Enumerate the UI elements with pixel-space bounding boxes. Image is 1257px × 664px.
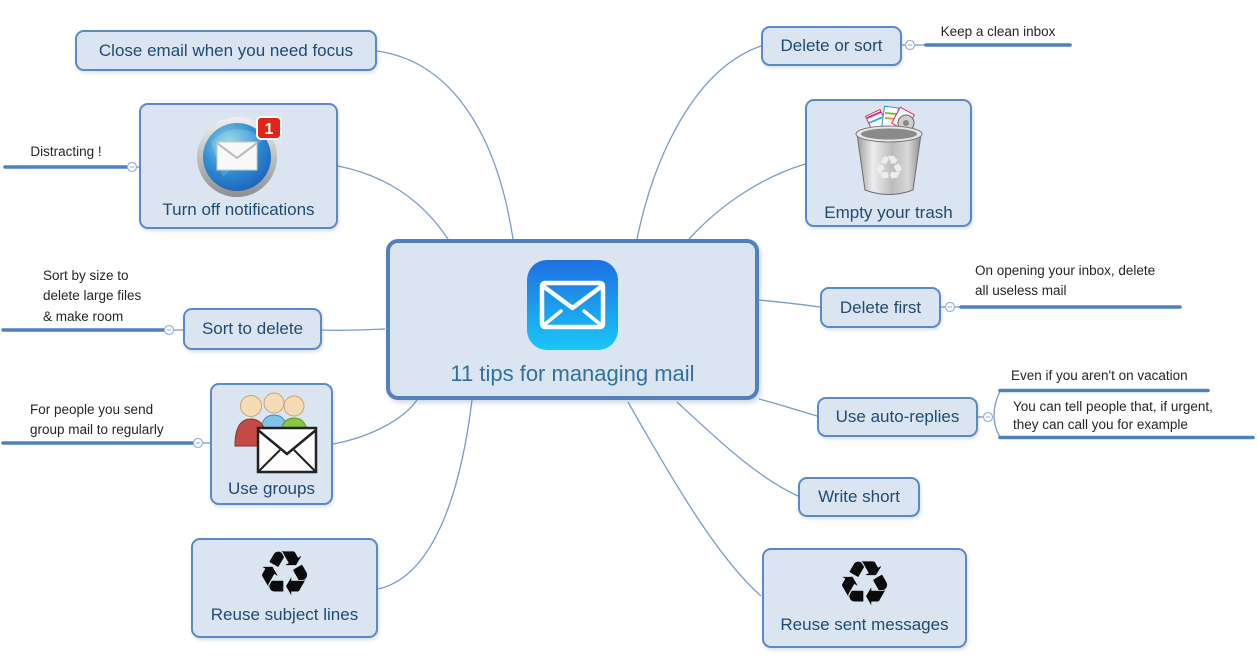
root-topic[interactable]: 11 tips for managing mail	[386, 239, 759, 400]
recycle-icon: ♻	[256, 537, 313, 610]
annotation-on-opening[interactable]: On opening your inbox, delete all useles…	[975, 263, 1156, 299]
trash-recycle-glyph: ♻	[873, 149, 903, 189]
topic-use-auto-replies[interactable]: Use auto-replies	[817, 397, 978, 437]
topic-label: Turn off notifications	[162, 200, 315, 219]
recycle-icon: ♻	[836, 547, 893, 620]
topic-empty-your-trash[interactable]: ♻ Empty your trash	[805, 99, 972, 227]
topic-label: Use groups	[228, 479, 315, 498]
topic-label: Delete first	[839, 297, 922, 317]
annotation-even-if[interactable]: Even if you aren't on vacation	[1011, 368, 1188, 383]
branch-curve-sort-to-delete	[321, 328, 386, 332]
notification-badge-count: 1	[264, 121, 273, 138]
topic-use-groups[interactable]: Use groups	[210, 383, 333, 505]
annotation-keep-clean-inbox[interactable]: Keep a clean inbox	[940, 24, 1056, 39]
branch-curve-close-email	[376, 50, 514, 240]
topic-close-email[interactable]: Close email when you need focus	[75, 30, 377, 71]
topic-sort-to-delete[interactable]: Sort to delete	[183, 308, 322, 350]
topic-label: Empty your trash	[824, 203, 953, 222]
annotation-sort-by-size[interactable]: Sort by size to delete large files & mak…	[43, 268, 142, 324]
topic-label: Write short	[818, 487, 900, 507]
annotation-you-can-tell[interactable]: You can tell people that, if urgent, the…	[1013, 399, 1213, 432]
topic-label: Use auto-replies	[835, 407, 960, 427]
collapse-handle-delete-or-sort[interactable]	[904, 39, 916, 51]
mail-notification-icon: 1	[195, 111, 283, 199]
branch-curve-delete-first	[758, 299, 821, 308]
branch-curve-reuse-sent-messages	[627, 401, 762, 597]
topic-label: Reuse sent messages	[780, 614, 949, 634]
branch-curve-use-groups	[332, 399, 418, 445]
topic-label: Sort to delete	[201, 319, 304, 339]
topic-delete-or-sort[interactable]: Delete or sort	[761, 26, 902, 66]
branch-curve-write-short	[676, 401, 799, 497]
collapse-handle-use-groups[interactable]	[192, 437, 204, 449]
topic-reuse-sent-messages[interactable]: ♻ Reuse sent messages	[762, 548, 967, 648]
branch-curve-delete-or-sort	[636, 45, 762, 240]
topic-label: Close email when you need focus	[98, 40, 354, 60]
topic-write-short[interactable]: Write short	[798, 477, 920, 517]
trash-icon: ♻	[843, 104, 935, 202]
collapse-handle-use-auto-replies[interactable]	[982, 411, 994, 423]
root-topic-label: 11 tips for managing mail	[450, 361, 695, 386]
mail-app-icon	[526, 259, 619, 351]
branch-curve-use-auto-replies	[758, 398, 818, 417]
topic-turn-off-notifications[interactable]: 1 Turn off notifications	[139, 103, 338, 229]
collapse-handle-delete-first[interactable]	[944, 301, 956, 313]
branch-curve-reuse-subject-lines	[377, 399, 473, 590]
branch-curve-empty-your-trash	[688, 163, 806, 240]
annotation-for-people[interactable]: For people you send group mail to regula…	[30, 402, 164, 438]
topic-label: Delete or sort	[780, 36, 883, 56]
collapse-handle-sort-to-delete[interactable]	[163, 324, 175, 336]
topic-delete-first[interactable]: Delete first	[820, 287, 941, 328]
auto-replies-brace	[993, 390, 1001, 438]
topic-label: Reuse subject lines	[210, 604, 359, 624]
topic-reuse-subject-lines[interactable]: ♻ Reuse subject lines	[191, 538, 378, 638]
annotation-distracting[interactable]: Distracting !	[30, 144, 102, 159]
collapse-handle-turn-off-notifications[interactable]	[126, 161, 138, 173]
group-mail-icon	[222, 390, 322, 478]
branch-curve-turn-off-notifications	[337, 165, 449, 240]
